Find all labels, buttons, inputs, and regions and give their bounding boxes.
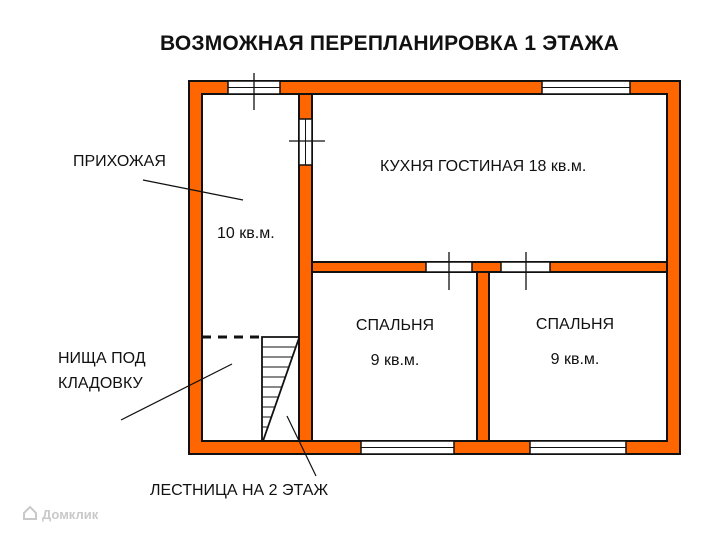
label-bedroom2-area: 9 кв.м. [550,351,600,368]
outer-wall [188,80,681,455]
label-hallway: ПРИХОЖАЯ [73,153,166,170]
kitchen-bedroom-wall [311,261,668,273]
label-bedroom1-area: 9 кв.м. [370,352,420,369]
window-bottom-left [360,440,455,455]
door-hallway-kitchen [298,118,313,166]
plan-title: ВОЗМОЖНАЯ ПЕРЕПЛАНИРОВКА 1 ЭТАЖА [160,32,620,55]
watermark: Домклик [22,505,98,524]
watermark-house-icon [22,505,38,524]
leader-lines [120,179,317,477]
watermark-text: Домклик [42,507,99,522]
window-top-right [541,80,631,95]
label-stairs: ЛЕСТНИЦА НА 2 ЭТАЖ [150,482,329,499]
label-bedroom2: СПАЛЬНЯ [535,316,615,333]
opening-markers [253,73,527,290]
staircase [261,336,300,442]
label-kitchen: КУХНЯ ГОСТИНАЯ 18 кв.м. [380,158,587,175]
window-bottom-right [529,440,627,455]
label-hallway-area: 10 кв.м. [217,225,275,242]
bedroom-divider-wall [476,271,490,442]
label-storage-line1: НИЩА ПОД [58,350,146,367]
label-storage-line2: КЛАДОВКУ [58,375,143,392]
label-bedroom1: СПАЛЬНЯ [355,317,435,334]
